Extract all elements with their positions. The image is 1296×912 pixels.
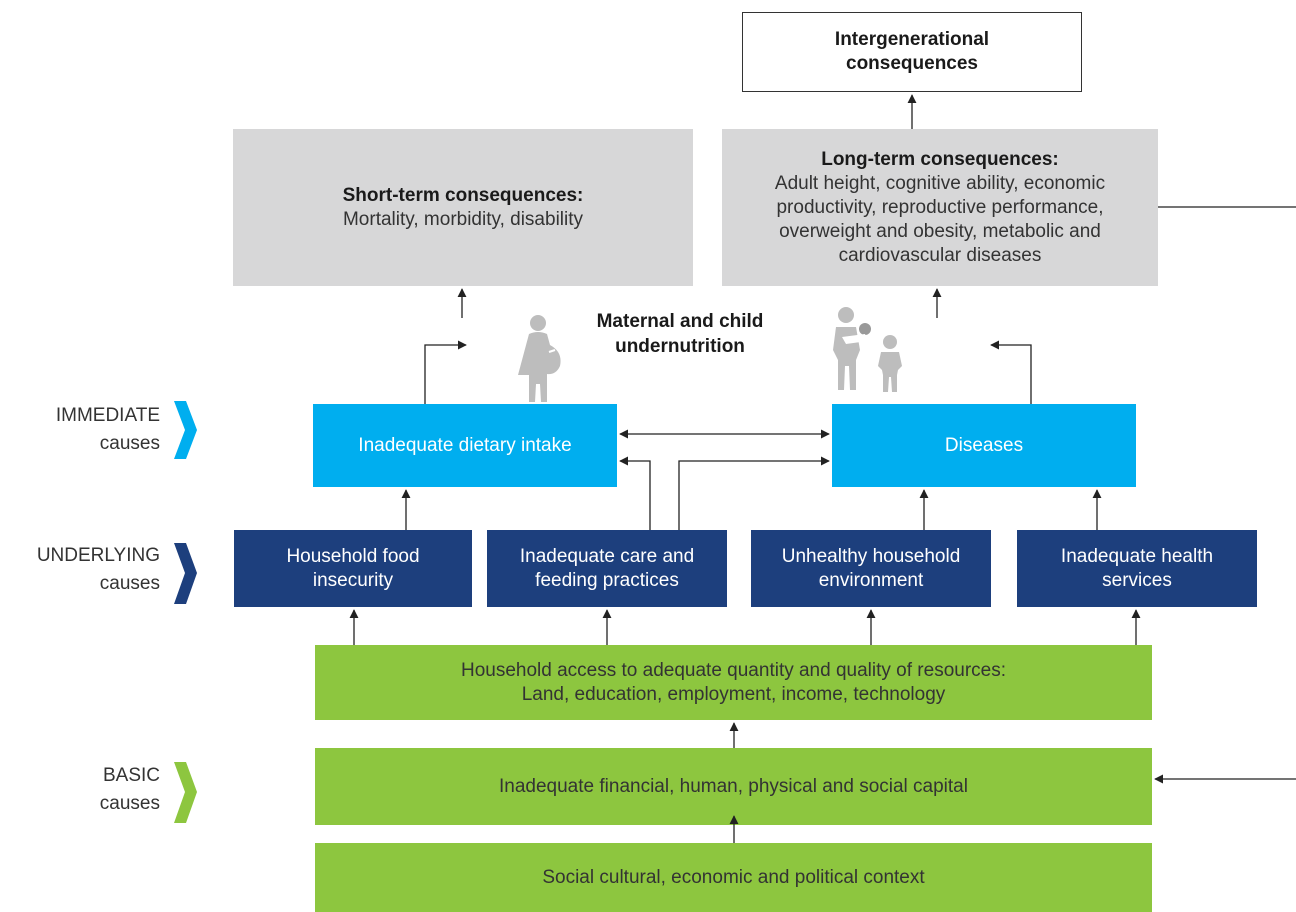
care-feeding-label: Inadequate care and feeding practices <box>519 545 695 591</box>
capital-label: Inadequate financial, human, physical an… <box>499 775 968 797</box>
level-label-underlying: UNDERLYING causes <box>0 542 160 598</box>
food-insecurity-box: Household food insecurity <box>234 530 472 607</box>
diseases-label: Diseases <box>944 434 1024 456</box>
chevron-basic-icon <box>174 762 197 823</box>
center-title: Maternal and child undernutrition <box>596 311 764 357</box>
context-box: Social cultural, economic and political … <box>315 843 1152 912</box>
arrow-care-to-dietary <box>619 456 651 530</box>
arrow-dietary-to-undernutrition <box>424 340 467 404</box>
resources-line2: Land, education, employment, income, tec… <box>521 683 946 705</box>
unhealthy-env-box: Unhealthy household environment <box>751 530 991 607</box>
level-suffix: causes <box>99 793 160 814</box>
arrow-care-to-diseases <box>678 456 830 530</box>
short-term-title: Short-term consequences: <box>342 184 584 206</box>
long-term-title: Long-term consequences: <box>821 148 1059 170</box>
level-label-basic: BASIC causes <box>0 762 160 818</box>
mother-with-baby-icon <box>833 307 871 390</box>
long-term-box: Long-term consequences: Adult height, co… <box>722 129 1158 286</box>
chevron-underlying-icon <box>174 543 197 604</box>
level-suffix: causes <box>99 573 160 594</box>
diseases-box: Diseases <box>832 404 1136 487</box>
level-suffix: causes <box>99 433 160 454</box>
chevron-immediate-icon <box>174 401 197 459</box>
short-term-body: Mortality, morbidity, disability <box>342 208 584 230</box>
dietary-intake-label: Inadequate dietary intake <box>358 434 572 456</box>
arrow-diseases-to-undernutrition <box>990 340 1032 404</box>
intergenerational-box: Intergenerational consequences <box>742 12 1082 92</box>
level-label-immediate: IMMEDIATE causes <box>0 402 160 458</box>
health-services-label: Inadequate health services <box>1060 545 1214 591</box>
capital-box: Inadequate financial, human, physical an… <box>315 748 1152 825</box>
health-services-box: Inadequate health services <box>1017 530 1257 607</box>
resources-box: Household access to adequate quantity an… <box>315 645 1152 720</box>
intergenerational-text: Intergenerational consequences <box>834 29 990 74</box>
food-insecurity-label: Household food insecurity <box>286 545 420 591</box>
level-word: BASIC <box>102 765 160 786</box>
resources-line1: Household access to adequate quantity an… <box>460 659 1007 681</box>
care-feeding-box: Inadequate care and feeding practices <box>487 530 727 607</box>
dietary-intake-box: Inadequate dietary intake <box>313 404 617 487</box>
level-word: IMMEDIATE <box>55 405 160 426</box>
long-term-body: Adult height, cognitive ability, economi… <box>774 172 1106 266</box>
child-icon <box>878 335 902 392</box>
context-label: Social cultural, economic and political … <box>542 866 925 888</box>
level-word: UNDERLYING <box>36 545 160 566</box>
pregnant-woman-icon <box>518 315 561 402</box>
short-term-box: Short-term consequences: Mortality, morb… <box>233 129 693 286</box>
unhealthy-env-label: Unhealthy household environment <box>781 545 961 591</box>
